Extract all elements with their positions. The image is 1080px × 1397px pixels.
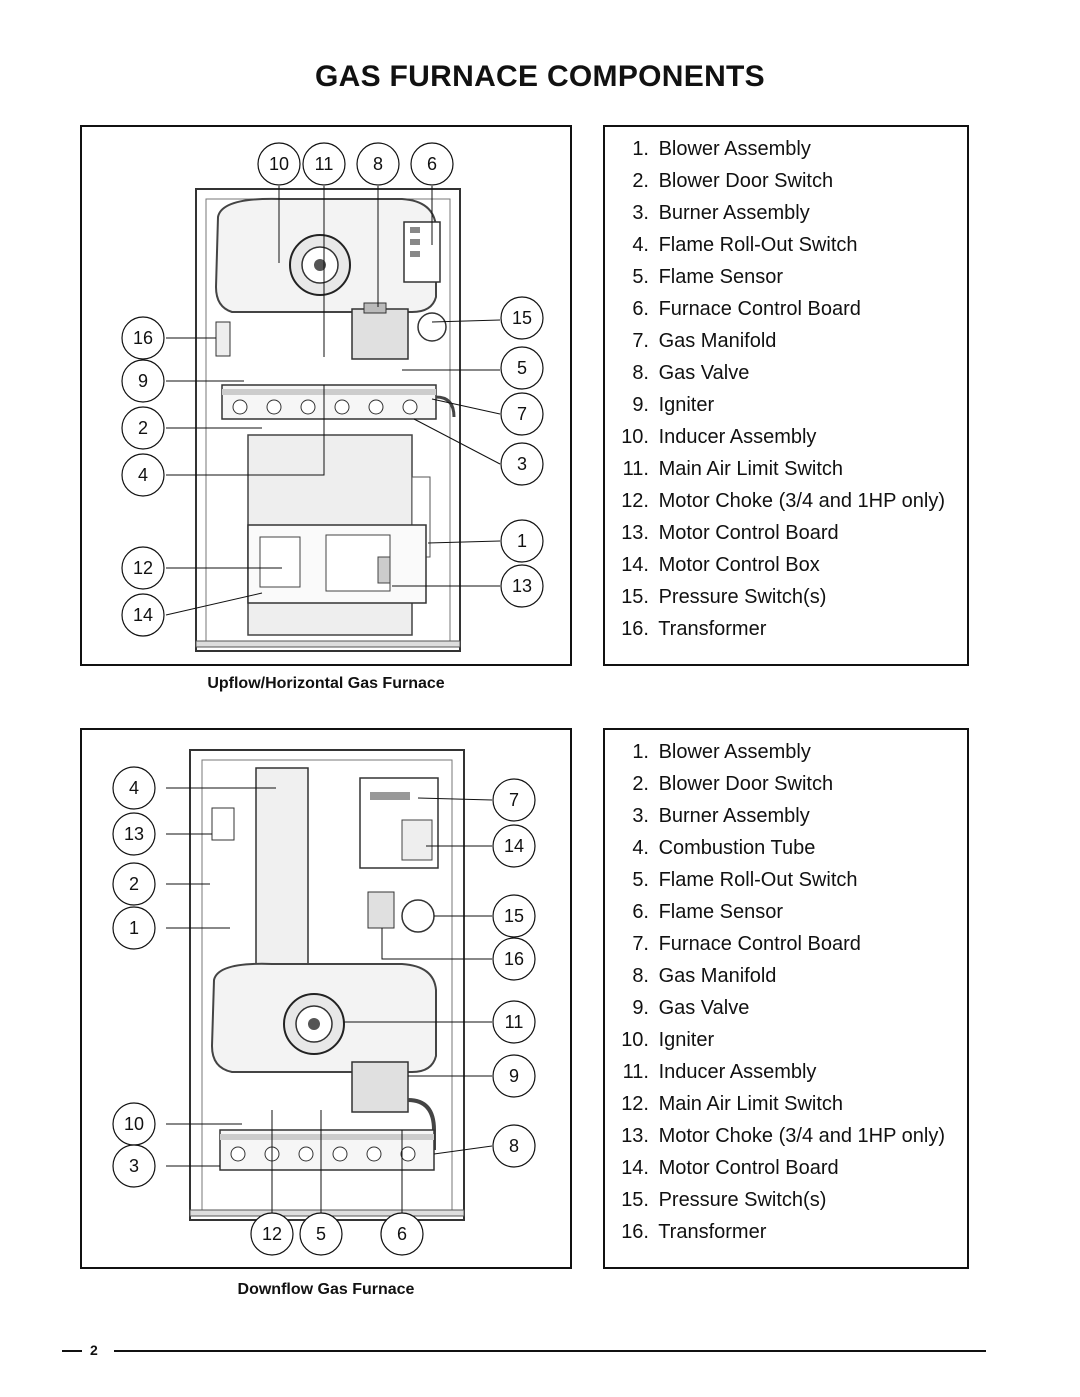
callout-label: 12 [133, 558, 153, 578]
downflow-diagram: 4 13 2 1 10 3 7 14 15 16 11 9 8 12 5 6 [80, 728, 572, 1269]
callout-label: 13 [124, 824, 144, 844]
legend-item: 8. Gas Valve [632, 362, 750, 384]
callout-label: 4 [138, 465, 148, 485]
upflow-legend-box: 1. Blower Assembly 2. Blower Door Switch… [603, 125, 969, 666]
callout-label: 5 [316, 1224, 326, 1244]
legend-item: 1. Blower Assembly [632, 741, 811, 763]
callout-label: 6 [427, 154, 437, 174]
upflow-callouts [121, 142, 544, 637]
legend-item: 11. Main Air Limit Switch [622, 458, 844, 480]
callout-label: 1 [517, 531, 527, 551]
legend-item: 14. Motor Control Box [621, 554, 820, 576]
callout-label: 10 [269, 154, 289, 174]
callout-label: 1 [129, 918, 139, 938]
legend-item: 15. Pressure Switch(s) [621, 586, 827, 608]
upflow-diagram: 10 11 8 6 16 9 2 4 12 14 15 5 7 3 1 13 [80, 125, 572, 666]
legend-item: 3. Burner Assembly [632, 202, 810, 224]
legend-item: 7. Furnace Control Board [632, 933, 861, 955]
callout-label: 6 [397, 1224, 407, 1244]
legend-item: 16. Transformer [621, 1221, 767, 1243]
legend-item: 13. Motor Choke (3/4 and 1HP only) [621, 1125, 946, 1147]
page-title: GAS FURNACE COMPONENTS [315, 60, 765, 93]
callout-label: 15 [504, 906, 524, 926]
legend-item: 6. Furnace Control Board [632, 298, 861, 320]
page-number: 2 [90, 1342, 98, 1358]
callout-label: 16 [133, 328, 153, 348]
callout-label: 9 [138, 371, 148, 391]
legend-item: 16. Transformer [621, 618, 767, 640]
callout-label: 5 [517, 358, 527, 378]
legend-item: 4. Combustion Tube [632, 837, 816, 859]
downflow-drawing: 4 13 2 1 10 3 7 14 15 16 11 9 8 12 5 6 [112, 749, 536, 1256]
legend-item: 6. Flame Sensor [632, 901, 784, 923]
callout-label: 14 [504, 836, 524, 856]
downflow-caption: Downflow Gas Furnace [237, 1281, 415, 1298]
callout-label: 8 [509, 1136, 519, 1156]
legend-item: 5. Flame Roll-Out Switch [632, 869, 858, 891]
legend-item: 11. Inducer Assembly [622, 1061, 817, 1083]
legend-item: 12. Main Air Limit Switch [621, 1093, 844, 1115]
legend-item: 7. Gas Manifold [632, 330, 777, 352]
legend-item: 9. Gas Valve [632, 997, 750, 1019]
legend-item: 1. Blower Assembly [632, 138, 811, 160]
callout-label: 10 [124, 1114, 144, 1134]
downflow-legend: 1. Blower Assembly 2. Blower Door Switch… [613, 736, 945, 1248]
legend-item: 3. Burner Assembly [632, 805, 810, 827]
callout-label: 4 [129, 778, 139, 798]
callout-label: 13 [512, 576, 532, 596]
downflow-legend-box: 1. Blower Assembly 2. Blower Door Switch… [603, 728, 969, 1269]
legend-item: 4. Flame Roll-Out Switch [632, 234, 858, 256]
callout-label: 15 [512, 308, 532, 328]
callout-label: 3 [129, 1156, 139, 1176]
callout-label: 11 [315, 154, 334, 174]
footer-rule-left [62, 1350, 82, 1352]
legend-item: 8. Gas Manifold [632, 965, 777, 987]
callout-label: 16 [504, 949, 524, 969]
callout-label: 11 [505, 1012, 524, 1032]
downflow-callouts [112, 766, 536, 1256]
callout-label: 7 [509, 790, 519, 810]
legend-item: 14. Motor Control Board [621, 1157, 839, 1179]
legend-item: 12. Motor Choke (3/4 and 1HP only) [621, 490, 946, 512]
upflow-caption: Upflow/Horizontal Gas Furnace [207, 675, 445, 692]
callout-label: 12 [262, 1224, 282, 1244]
callout-label: 3 [517, 454, 527, 474]
callout-label: 8 [373, 154, 383, 174]
upflow-drawing: 10 11 8 6 16 9 2 4 12 14 15 5 7 3 1 13 [121, 142, 544, 652]
legend-item: 2. Blower Door Switch [632, 773, 834, 795]
callout-label: 2 [129, 874, 139, 894]
footer-rule-right [114, 1350, 986, 1352]
legend-item: 5. Flame Sensor [632, 266, 784, 288]
legend-item: 2. Blower Door Switch [632, 170, 834, 192]
callout-label: 7 [517, 404, 527, 424]
legend-item: 10. Inducer Assembly [621, 426, 817, 448]
legend-item: 9. Igniter [632, 394, 715, 416]
legend-item: 10. Igniter [621, 1029, 715, 1051]
upflow-legend: 1. Blower Assembly 2. Blower Door Switch… [613, 133, 945, 645]
legend-item: 15. Pressure Switch(s) [621, 1189, 827, 1211]
legend-item: 13. Motor Control Board [621, 522, 839, 544]
callout-label: 9 [509, 1066, 519, 1086]
callout-label: 14 [133, 605, 153, 625]
callout-label: 2 [138, 418, 148, 438]
